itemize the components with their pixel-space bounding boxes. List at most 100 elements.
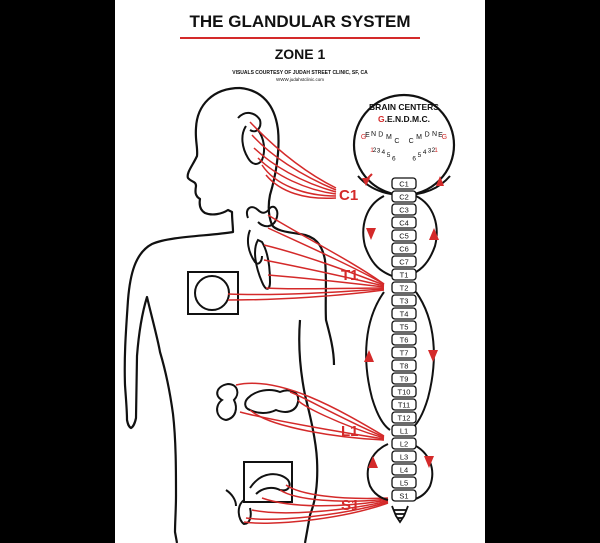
zone-label-l1: L1	[341, 423, 359, 440]
brain-arrowhead-right-icon	[436, 176, 444, 186]
vertebra-box	[391, 346, 417, 359]
vertebra-l3: L3	[391, 450, 417, 463]
brain-centers-heading: BRAIN CENTERS	[369, 102, 439, 112]
vertebra-l4: L4	[391, 463, 417, 476]
brain-number: 4	[381, 149, 385, 156]
vertebra-box	[391, 450, 417, 463]
vertebra-label: T11	[398, 401, 410, 410]
vertebra-box	[391, 177, 417, 190]
vertebra-label: C6	[399, 245, 409, 254]
vertebra-label: L2	[400, 440, 408, 449]
thyroid-gland	[246, 205, 279, 265]
vertebra-box	[391, 255, 417, 268]
vertebra-label: T10	[398, 388, 411, 397]
vertebra-box	[391, 281, 417, 294]
brain-letter: E	[365, 132, 370, 139]
brain-letter: N	[432, 131, 437, 138]
vertebra-t2: T2	[391, 281, 417, 294]
vertebra-box	[391, 229, 417, 242]
vertebra-box	[391, 411, 417, 424]
vertebra-box	[391, 398, 417, 411]
vertebra-box	[391, 437, 417, 450]
brain-arrowhead-left-icon	[362, 178, 370, 186]
vertebra-c5: C5	[391, 229, 417, 242]
vertebra-label: C7	[399, 258, 409, 267]
vertebra-label: T8	[400, 362, 409, 371]
vertebra-label: C3	[399, 206, 409, 215]
vertebra-box	[391, 307, 417, 320]
vertebra-l5: L5	[391, 476, 417, 489]
spine-outline	[362, 195, 438, 501]
zone-label-s1: S1	[341, 497, 359, 514]
vertebra-box	[391, 424, 417, 437]
brain-code: G.E.N.D.M.C.	[378, 114, 430, 124]
zone-label-c1: C1	[339, 187, 358, 204]
arrow-down-icon	[428, 350, 438, 362]
vertebra-t9: T9	[391, 372, 417, 385]
vertebra-t5: T5	[391, 320, 417, 333]
coccyx	[391, 505, 409, 524]
brain-letter: C	[409, 138, 414, 145]
vertebra-label: T7	[400, 349, 409, 358]
pelvic-glands	[225, 461, 293, 526]
brain-number: 1	[370, 147, 374, 154]
brain-letter: D	[425, 131, 430, 138]
brain-letter: N	[371, 131, 376, 138]
brain-letter: D	[378, 131, 383, 138]
brain-glands	[237, 112, 266, 165]
vertebra-label: T5	[400, 323, 409, 332]
arrow-up-icon	[429, 228, 439, 240]
vertebra-label: C5	[399, 232, 409, 241]
vertebrae-column: C1C2C3C4C5C6C7T1T2T3T4T5T6T7T8T9T10T11T1…	[391, 177, 417, 502]
brain-letter: G	[442, 134, 447, 141]
zone-label-t1: T1	[341, 267, 359, 284]
brain-letter: E	[438, 132, 443, 139]
vertebra-label: T2	[400, 284, 409, 293]
vertebra-label: C4	[399, 219, 409, 228]
vertebra-box	[391, 359, 417, 372]
brain-number: 5	[418, 152, 422, 159]
vertebra-box	[391, 294, 417, 307]
brain-number: 6	[392, 156, 396, 163]
vertebra-box	[391, 489, 417, 502]
vertebra-s1: S1	[391, 489, 417, 502]
vertebra-t4: T4	[391, 307, 417, 320]
arrow-down-icon	[424, 456, 434, 468]
vertebra-box	[391, 216, 417, 229]
vertebra-box	[391, 203, 417, 216]
vertebra-t8: T8	[391, 359, 417, 372]
vertebra-label: T3	[400, 297, 409, 306]
vertebra-l2: L2	[391, 437, 417, 450]
brain-letter: M	[386, 134, 392, 141]
vertebra-label: C1	[399, 180, 409, 189]
nerve-lines	[227, 121, 389, 524]
vertebra-c3: C3	[391, 203, 417, 216]
vertebra-label: T9	[400, 375, 409, 384]
vertebra-label: L5	[400, 479, 408, 488]
credit-text: VISUALS COURTESY OF JUDAH STREET CLINIC,…	[232, 70, 368, 76]
vertebra-box	[391, 242, 417, 255]
vertebra-c1: C1	[391, 177, 417, 190]
brain-number: 6	[412, 156, 416, 163]
vertebra-label: L4	[400, 466, 408, 475]
thymus-gland	[254, 238, 272, 290]
vertebra-t6: T6	[391, 333, 417, 346]
brain-number: 1	[434, 147, 438, 154]
vertebra-box	[391, 476, 417, 489]
vertebra-c2: C2	[391, 190, 417, 203]
page-title: THE GLANDULAR SYSTEM	[190, 12, 411, 31]
body-right-side	[271, 224, 336, 366]
vertebra-t3: T3	[391, 294, 417, 307]
body-back-of-head	[239, 86, 280, 226]
body-outline	[123, 86, 241, 543]
brain-letter: G	[361, 134, 366, 141]
vertebra-box	[391, 190, 417, 203]
vertebra-label: S1	[399, 492, 408, 501]
vertebra-label: T12	[398, 414, 411, 423]
vertebra-label: T1	[400, 271, 409, 280]
vertebra-box	[391, 372, 417, 385]
